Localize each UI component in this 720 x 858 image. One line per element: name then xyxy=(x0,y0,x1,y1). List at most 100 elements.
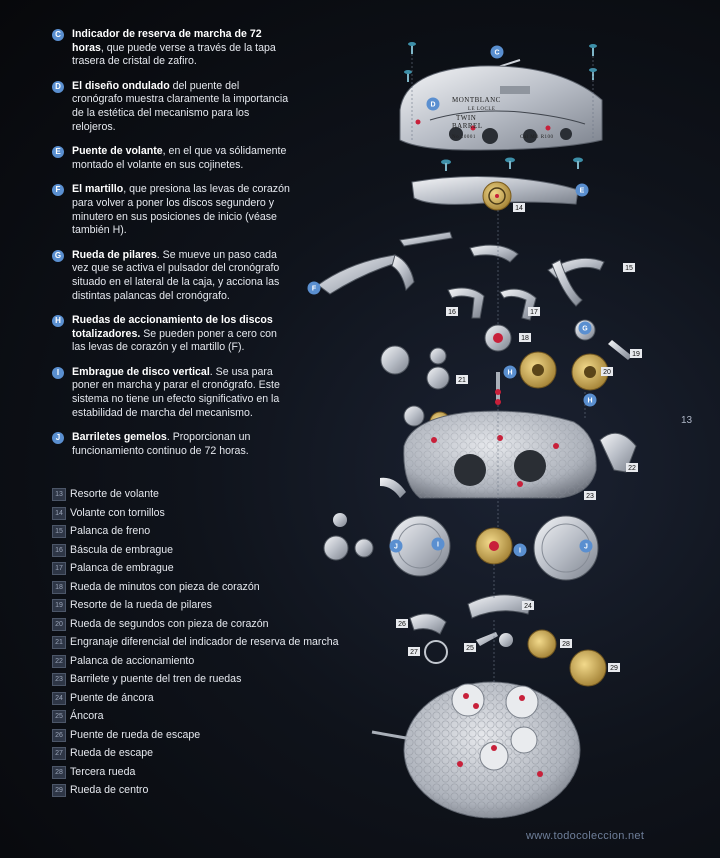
part-number: 23 xyxy=(52,673,66,686)
legend-list: C Indicador de reserva de marcha de 72 ho… xyxy=(52,28,292,469)
svg-text:H: H xyxy=(587,398,592,405)
part-label: Volante con tornillos xyxy=(70,506,165,519)
legend-term: Indicador de reserva de marcha de 72 hor… xyxy=(72,28,262,54)
part-number: 13 xyxy=(52,488,66,501)
svg-text:15: 15 xyxy=(625,265,633,272)
part-number: 26 xyxy=(52,728,66,742)
engraving-twin: TWIN xyxy=(456,114,476,122)
svg-text:J: J xyxy=(394,544,398,551)
svg-text:E: E xyxy=(580,188,585,195)
legend-description: , que puede verse a través de la tapa tr… xyxy=(72,41,276,68)
levers xyxy=(317,231,605,321)
part-number: 25 xyxy=(52,710,66,723)
part-number: 27 xyxy=(52,747,66,760)
legend-term: El martillo xyxy=(72,183,124,196)
svg-text:I: I xyxy=(519,548,521,555)
part-label: Tercera rueda xyxy=(70,765,136,778)
legend-description: del puente del cronógrafo muestra claram… xyxy=(72,79,289,133)
svg-text:26: 26 xyxy=(398,621,406,628)
barrel-and-train-bridge xyxy=(380,410,637,499)
part-list-item: 21 Engranaje diferencial del indicador de… xyxy=(52,635,352,654)
part-label: Palanca de accionamiento xyxy=(70,654,195,667)
part-number: 16 xyxy=(52,543,66,557)
svg-text:19: 19 xyxy=(632,351,640,358)
part-number: 20 xyxy=(52,617,66,631)
legend-description: . Se mueve un paso cada vez que se activ… xyxy=(72,248,280,302)
svg-text:27: 27 xyxy=(410,649,418,656)
chronograph-bridge: MONTBLANC LE LOCLE TWIN BARREL No 10001 … xyxy=(399,65,603,151)
part-label: Rueda de segundos con pieza de corazón xyxy=(70,617,269,630)
legend-description: . Proporcionan un funcionamiento continu… xyxy=(72,431,251,457)
part-number: 22 xyxy=(52,654,66,668)
engraving-serial: No 10001 xyxy=(452,135,476,140)
part-label: Rueda de escape xyxy=(70,747,154,759)
callout-badge: J xyxy=(52,432,64,445)
svg-text:F: F xyxy=(312,286,317,293)
svg-text:25: 25 xyxy=(466,645,474,652)
part-number: 28 xyxy=(52,765,66,779)
svg-text:H: H xyxy=(507,370,512,377)
part-list-item: 14 Volante con tornillos xyxy=(52,506,352,525)
callout-badge: F xyxy=(52,184,64,197)
legend-entry: J Barriletes gemelos. Proporcionan un fun… xyxy=(52,431,292,458)
part-label: Palanca de embrague xyxy=(70,562,174,574)
part-label: Engranaje diferencial del indicador de r… xyxy=(70,636,339,648)
part-label: Áncora xyxy=(70,710,104,722)
part-number: 17 xyxy=(52,562,66,575)
part-list-item: 15 Palanca de freno xyxy=(52,524,352,543)
engraving-calibre: Cal MB R100 xyxy=(520,135,554,140)
part-label: Resorte de la rueda de pilares xyxy=(70,599,212,611)
legend-description: Se pueden poner a cero con las levas de … xyxy=(72,327,277,354)
callout-badge: I xyxy=(52,366,64,379)
part-number: 14 xyxy=(52,506,66,520)
part-label: Puente de áncora xyxy=(70,691,154,704)
legend-term: Embrague de disco vertical xyxy=(72,365,210,378)
part-list-item: 27 Rueda de escape xyxy=(52,746,352,765)
svg-text:28: 28 xyxy=(562,641,570,648)
part-list-item: 17 Palanca de embrague xyxy=(52,561,352,580)
svg-text:J: J xyxy=(584,544,588,551)
part-label: Puente de rueda de escape xyxy=(70,728,201,741)
part-number: 15 xyxy=(52,525,66,538)
svg-text:17: 17 xyxy=(530,309,538,316)
svg-text:22: 22 xyxy=(628,465,636,472)
legend-term: Barriletes gemelos xyxy=(72,431,167,444)
part-list-item: 24 Puente de áncora xyxy=(52,691,352,710)
svg-text:29: 29 xyxy=(610,665,618,672)
engraving-barrel: BARREL xyxy=(452,122,483,130)
legend-description: , en el que va sólidamente montado el vo… xyxy=(72,145,287,171)
part-label: Rueda de minutos con pieza de corazón xyxy=(70,580,260,593)
winding-stem xyxy=(371,730,407,740)
part-label: Barrilete y puente del tren de ruedas xyxy=(70,673,242,685)
legend-term: Rueda de pilares xyxy=(72,248,157,261)
part-number: 21 xyxy=(52,636,66,649)
svg-text:D: D xyxy=(430,102,435,109)
part-list-item: 20 Rueda de segundos con pieza de corazón xyxy=(52,617,352,636)
watermark: www.todocoleccion.net xyxy=(526,830,645,842)
part-list-item: 26 Puente de rueda de escape xyxy=(52,728,352,747)
callout-badge: C xyxy=(52,29,64,41)
svg-text:21: 21 xyxy=(458,377,466,384)
main-plate xyxy=(371,681,581,819)
legend-term: El diseño ondulado xyxy=(72,79,170,92)
svg-text:C: C xyxy=(494,50,499,57)
page-number: 13 xyxy=(681,415,693,426)
part-list-item: 28 Tercera rueda xyxy=(52,765,352,784)
part-label: Palanca de freno xyxy=(70,525,151,537)
engraving-brand: MONTBLANC xyxy=(452,96,501,104)
part-number: 24 xyxy=(52,691,66,705)
svg-text:16: 16 xyxy=(448,309,456,316)
part-list-item: 23 Barrilete y puente del tren de ruedas xyxy=(52,672,352,691)
